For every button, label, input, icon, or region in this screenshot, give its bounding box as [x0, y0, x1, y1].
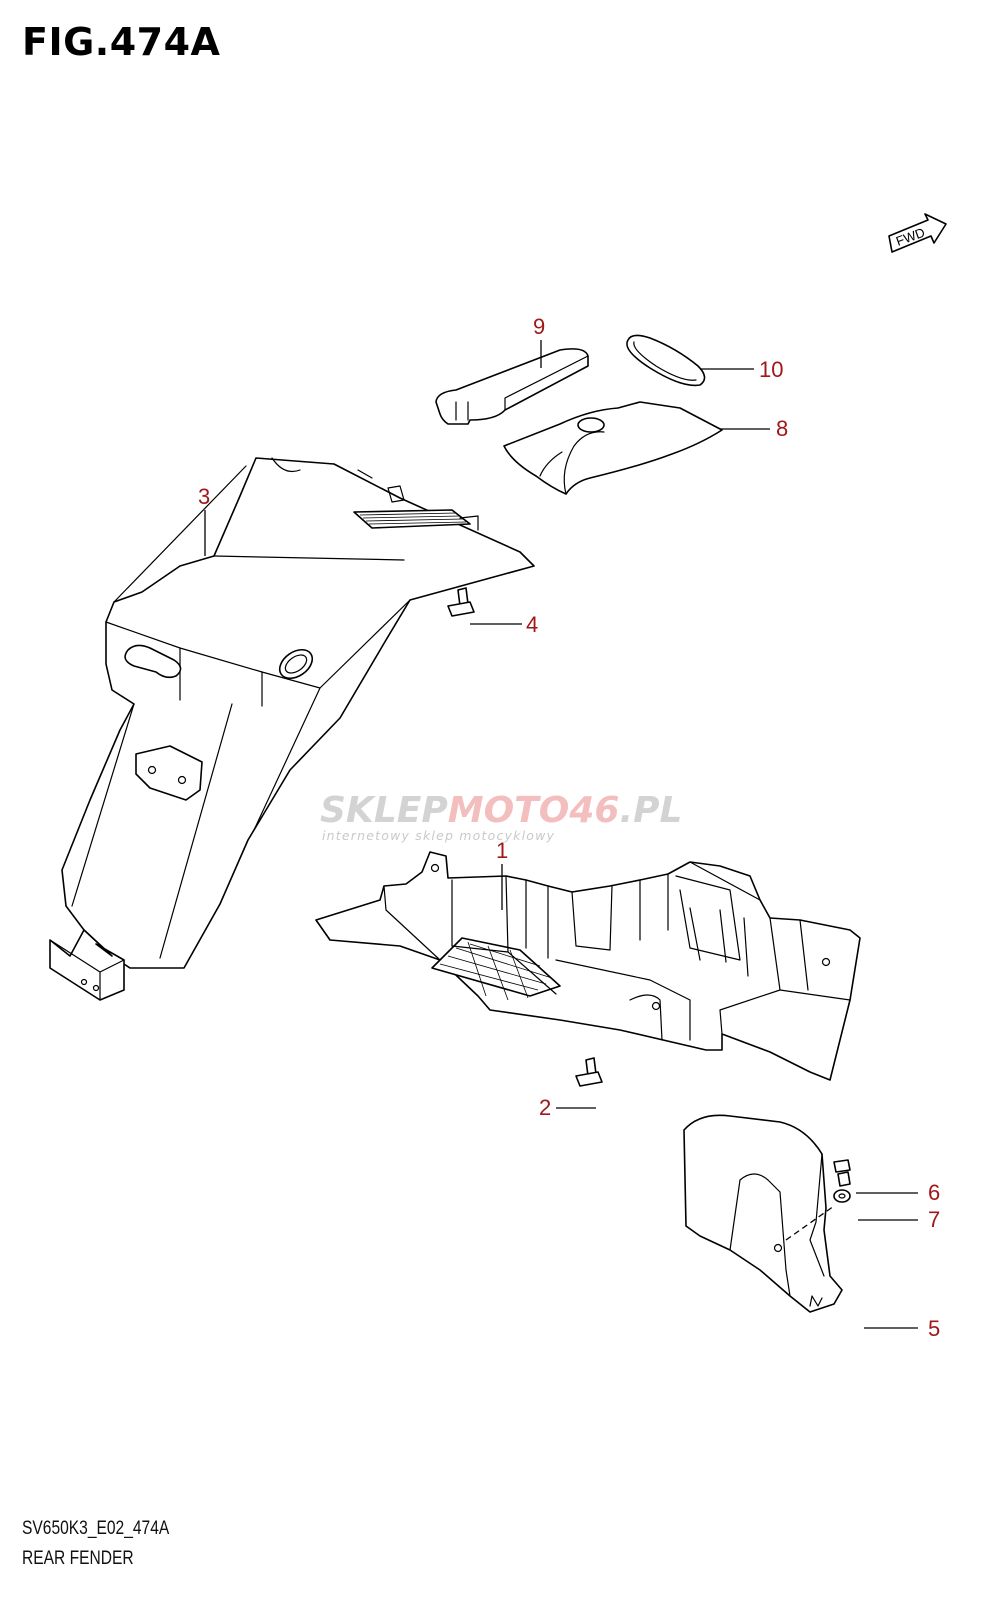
watermark-brand-46: 46	[568, 790, 619, 831]
watermark-brand-moto: MOTO	[448, 790, 570, 831]
part-4-bolt	[447, 587, 475, 617]
part-2-bolt	[575, 1057, 603, 1087]
callout-7: 7	[928, 1207, 940, 1232]
part-3-rear-fender	[49, 457, 535, 1001]
watermark-brand-pl: .PL	[619, 790, 682, 831]
callout-9: 9	[533, 314, 545, 339]
figure-title: FIG.474A	[22, 20, 221, 64]
watermark-brand-sklep: SKLEP	[320, 790, 448, 831]
watermark-tagline: internetowy sklep motocyklowy	[322, 828, 555, 843]
callout-10: 10	[759, 357, 783, 382]
part-1-fender-tray	[315, 851, 861, 1081]
watermark: SKLEPMOTO46.PL internetowy sklep motocyk…	[320, 790, 682, 843]
tray-grille-hatching	[439, 941, 553, 1001]
part-6-bolt	[833, 1159, 851, 1187]
figure-code: SV650K3_E02_474A	[22, 1518, 170, 1539]
leader-lines	[204, 340, 918, 1329]
callout-1: 1	[496, 838, 508, 863]
svg-text:SKLEPMOTO46.PL: SKLEPMOTO46.PL	[320, 790, 682, 831]
callout-4: 4	[526, 612, 538, 637]
part-5-cover	[683, 1114, 843, 1313]
forward-arrow-icon: FWD	[888, 213, 947, 253]
vent-hatching	[359, 512, 467, 525]
callout-8: 8	[776, 416, 788, 441]
callout-3: 3	[198, 484, 210, 509]
figure-name: REAR FENDER	[22, 1548, 134, 1569]
callout-5: 5	[928, 1316, 940, 1341]
callout-6: 6	[928, 1180, 940, 1205]
callout-2: 2	[539, 1095, 551, 1120]
part-8-tool-bag	[503, 401, 723, 495]
part-10-band	[626, 334, 706, 387]
callout-labels: 9 10 8 3 4 1 2 6 7 5	[198, 314, 940, 1341]
part-9-tool-wrench	[435, 348, 589, 425]
part-7-washer	[833, 1189, 851, 1203]
